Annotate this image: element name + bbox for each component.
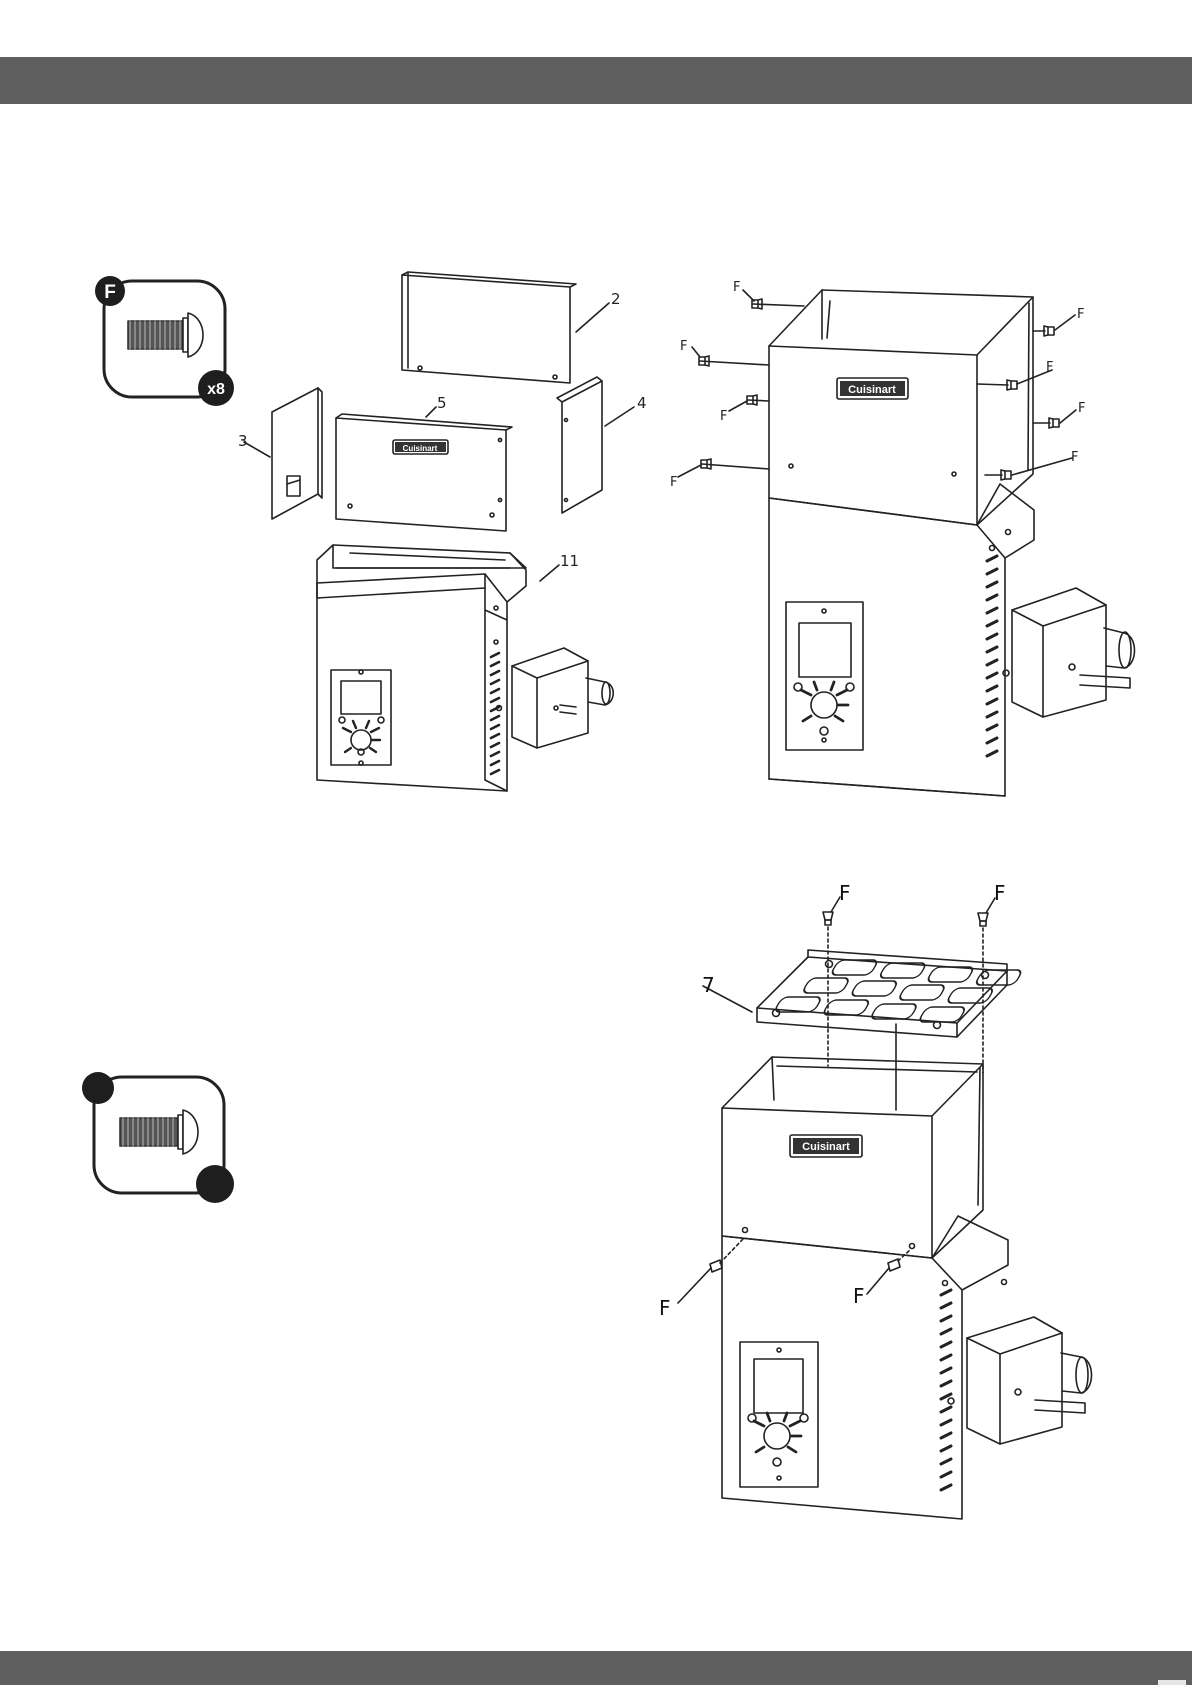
grate-assembly: 7 F F Cuisinart (659, 881, 1092, 1519)
footer-page-tab (1158, 1680, 1186, 1685)
callout-f: F (733, 280, 740, 295)
callout-f: F (680, 339, 687, 354)
callout-f: F (670, 475, 677, 490)
callout-f: F (1071, 450, 1078, 465)
brand-plate: Cuisinart (848, 384, 896, 396)
callout-f: F (1046, 360, 1053, 375)
screw-f-top-right (978, 913, 988, 926)
brand-plate-small: Cuisinart (403, 444, 438, 453)
base-unit (317, 545, 613, 791)
footer-bar (0, 1651, 1192, 1685)
callout-f: F (839, 881, 851, 905)
exploded-view: Cuisinart (238, 272, 647, 791)
leader-4 (605, 407, 634, 426)
callout-7: 7 (702, 973, 715, 997)
assembled-hopper: Cuisinart (769, 290, 1135, 796)
screw-f-top-left (823, 912, 833, 925)
hardware-letter: F (104, 282, 116, 303)
leader-5 (426, 407, 436, 417)
hardware-box-f: F x8 (95, 276, 234, 406)
brand-plate-step2: Cuisinart (802, 1141, 850, 1153)
callout-5: 5 (437, 394, 447, 412)
callout-f: F (853, 1284, 865, 1308)
panel-back (402, 272, 576, 383)
callout-f: F (1078, 401, 1085, 416)
callout-f: F (994, 881, 1006, 905)
hardware-quantity: x8 (207, 381, 225, 398)
callout-f: F (720, 409, 727, 424)
callout-4: 4 (637, 394, 647, 412)
leader-3 (244, 442, 270, 457)
panel-left (272, 388, 322, 519)
callout-3: 3 (238, 432, 248, 450)
panel-front: Cuisinart (336, 414, 512, 531)
callout-11: 11 (560, 552, 579, 570)
screw-icon (128, 313, 203, 357)
callout-2: 2 (611, 290, 621, 308)
callout-f: F (659, 1296, 671, 1320)
panel-right (557, 377, 602, 513)
leader-2 (576, 303, 609, 332)
callout-f: F (1077, 307, 1084, 322)
screw-icon (120, 1110, 198, 1154)
hardware-box-bottom (82, 1072, 234, 1203)
